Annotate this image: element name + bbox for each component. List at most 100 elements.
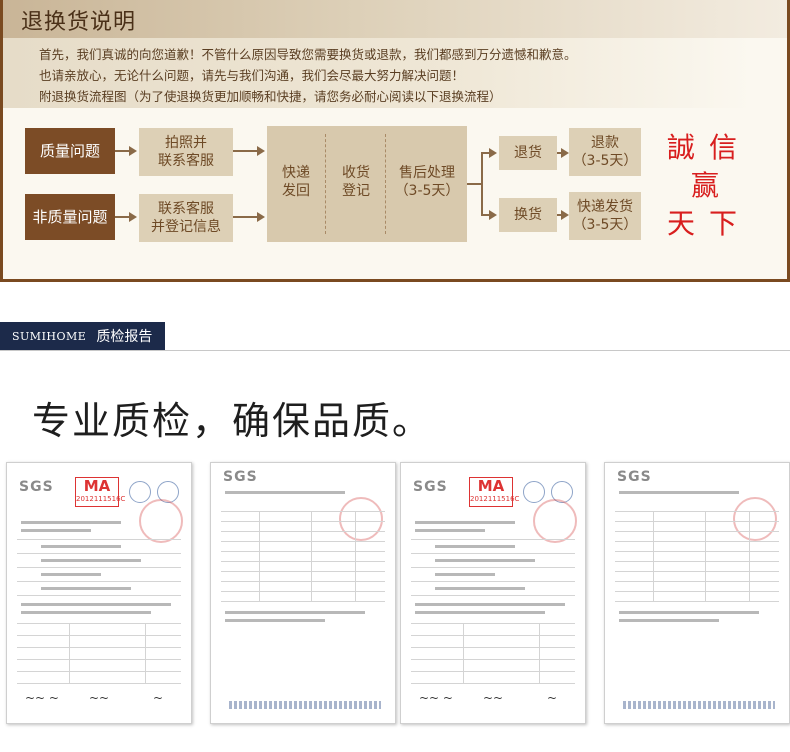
flow-return: 退货 — [499, 136, 557, 170]
table-column-rule — [355, 511, 356, 601]
table-rule — [615, 571, 779, 572]
flow-connector — [115, 150, 131, 152]
flow-connector — [557, 214, 563, 216]
flow-arrow — [257, 146, 265, 156]
flow-arrow — [489, 210, 497, 220]
report-text-line — [435, 573, 495, 576]
slogan-line-1: 誠信 — [667, 131, 752, 164]
flow-ship-line-1: 快递 — [282, 165, 310, 181]
signature-mark: ~~ — [483, 691, 504, 705]
flow-photo-line-1: 拍照并 — [165, 135, 207, 151]
red-stamp-icon — [139, 499, 183, 543]
flow-quality-issue: 质量问题 — [25, 128, 115, 174]
report-text-line — [41, 559, 141, 562]
table-rule — [221, 511, 385, 512]
report-text-line — [41, 545, 121, 548]
slogan-line-2: 赢 — [691, 169, 734, 202]
table-rule — [17, 683, 181, 684]
sgs-logo: SGS — [413, 479, 448, 495]
sgs-logo: SGS — [223, 469, 258, 485]
table-rule — [17, 539, 181, 540]
report-text-line — [415, 529, 485, 532]
policy-title: 退换货说明 — [21, 10, 137, 35]
table-rule — [17, 623, 181, 624]
table-rule — [411, 595, 575, 596]
ma-mark-number: 2012111516C — [76, 495, 126, 503]
table-rule — [411, 647, 575, 648]
return-flow-chart: 质量问题 非质量问题 拍照并联系客服 联系客服并登记信息 快递发回 收货登记 售… — [25, 122, 770, 250]
table-rule — [615, 541, 779, 542]
table-column-rule — [145, 623, 146, 683]
red-stamp-icon — [733, 497, 777, 541]
table-column-rule — [539, 623, 540, 683]
report-text-line — [435, 545, 515, 548]
signature-mark: ~~ — [89, 691, 110, 705]
report-text-line — [619, 611, 759, 614]
signature-mark: ~~ ~ — [25, 691, 59, 705]
flow-arrow — [129, 146, 137, 156]
table-column-rule — [259, 511, 260, 601]
flow-resend-line-1: 快递发货 — [577, 199, 633, 215]
report-footer-band — [229, 701, 381, 709]
red-stamp-icon — [533, 499, 577, 543]
policy-line-2: 也请亲放心，无论什么问题，请先与我们沟通，我们会尽最大努力解决问题！ — [39, 68, 465, 83]
flow-ship-back: 快递发回 — [267, 162, 325, 202]
table-rule — [411, 635, 575, 636]
sgs-logo: SGS — [617, 469, 652, 485]
report-text-line — [21, 521, 121, 524]
table-rule — [411, 623, 575, 624]
table-rule — [221, 581, 385, 582]
flow-connector — [233, 216, 257, 218]
report-text-line — [21, 529, 91, 532]
flow-processing-block — [267, 126, 467, 242]
table-rule — [221, 571, 385, 572]
table-rule — [17, 595, 181, 596]
flow-refund: 退款（3-5天） — [569, 128, 641, 176]
table-column-rule — [463, 623, 464, 683]
section-header-quality-report: SUMIHOME 质检报告 — [0, 322, 165, 350]
ilac-seal-icon — [523, 481, 545, 503]
table-rule — [411, 553, 575, 554]
return-policy-panel: 退换货说明 首先，我们真诚的向您道歉！不管什么原因导致您需要换货或退款，我们都感… — [0, 0, 790, 282]
flow-resend-line-2: （3-5天） — [572, 217, 638, 233]
report-sheet-2: SGS — [210, 462, 396, 724]
flow-arrow — [561, 148, 569, 158]
report-text-line — [415, 603, 565, 606]
signature-mark: ~ — [547, 691, 558, 705]
table-rule — [411, 567, 575, 568]
flow-aftersale-line-1: 售后处理 — [399, 165, 455, 181]
table-rule — [221, 531, 385, 532]
table-rule — [221, 541, 385, 542]
flow-resend: 快递发货 （3-5天） — [569, 192, 641, 240]
table-rule — [221, 561, 385, 562]
section-brand: SUMIHOME — [12, 329, 87, 343]
policy-text-block: 首先，我们真诚的向您道歉！不管什么原因导致您需要换货或退款，我们都感到万分遗憾和… — [3, 38, 753, 108]
table-rule — [615, 521, 779, 522]
section-name: 质检报告 — [96, 329, 153, 345]
report-text-line — [619, 619, 719, 622]
flow-arrow — [129, 212, 137, 222]
table-rule — [615, 591, 779, 592]
table-rule — [615, 551, 779, 552]
table-rule — [17, 581, 181, 582]
flow-connector — [557, 152, 563, 154]
flow-receive-register: 收货登记 — [327, 162, 385, 202]
flow-arrow — [257, 212, 265, 222]
table-rule — [615, 601, 779, 602]
report-text-line — [435, 559, 535, 562]
table-column-rule — [69, 623, 70, 683]
flow-arrow — [561, 210, 569, 220]
report-text-line — [435, 587, 525, 590]
flow-connector — [481, 152, 483, 216]
flow-arrow — [489, 148, 497, 158]
ma-mark-label: MA — [477, 477, 505, 495]
flow-divider — [325, 134, 326, 234]
policy-line-1: 首先，我们真诚的向您道歉！不管什么原因导致您需要换货或退款，我们都感到万分遗憾和… — [39, 47, 577, 62]
report-sheet-4: SGS — [604, 462, 790, 724]
table-column-rule — [311, 511, 312, 601]
flow-connector — [481, 152, 491, 154]
flow-receive-line-2: 登记 — [342, 183, 370, 199]
report-text-line — [225, 491, 345, 494]
